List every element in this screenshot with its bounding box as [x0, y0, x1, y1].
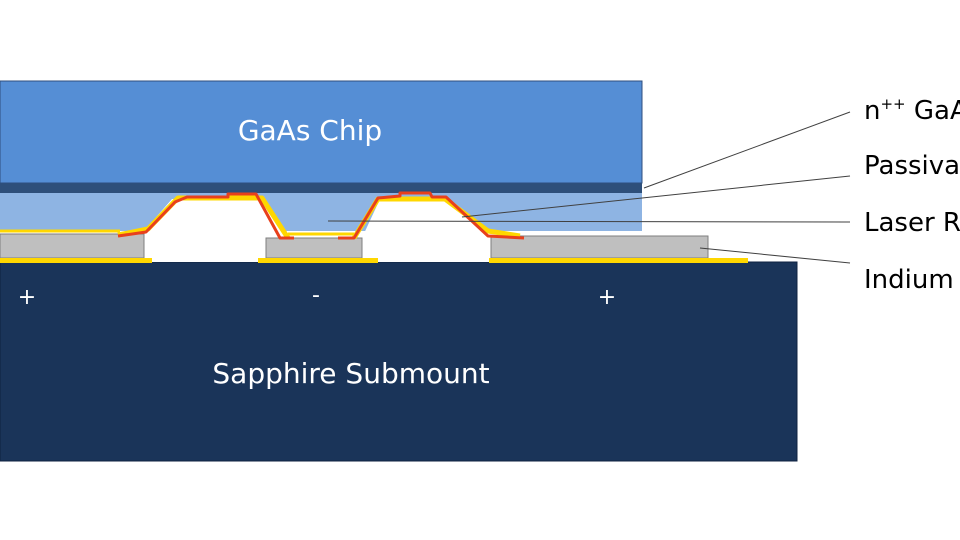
- polarity-left: +: [18, 285, 36, 310]
- submount-label: Sapphire Submount: [212, 357, 489, 390]
- polarity-right: +: [598, 285, 616, 310]
- n-gaas-layer: [0, 183, 642, 193]
- callout-n-gaas-rest: GaA: [906, 96, 960, 126]
- passivation-left: [117, 192, 294, 240]
- trench-right: [361, 199, 490, 262]
- indium-strip-middle: [258, 258, 378, 263]
- metal-contour-left: [117, 195, 291, 240]
- chip-label: GaAs Chip: [238, 114, 382, 147]
- sapphire-submount: [0, 261, 798, 462]
- gaas-chip: [0, 80, 643, 184]
- leader-indium: [699, 247, 851, 264]
- leader-laser: [327, 220, 851, 223]
- leader-n-gaas: [643, 111, 851, 189]
- contact-pad-middle: [265, 237, 363, 259]
- indium-strip-left: [0, 258, 152, 263]
- leader-passivation: [461, 175, 851, 218]
- callout-n-gaas-base: n: [864, 96, 880, 126]
- polarity-middle: -: [312, 283, 320, 308]
- callout-laser: Laser R: [864, 208, 960, 238]
- contact-pad-left: [0, 233, 145, 259]
- callout-indium: Indium: [864, 265, 954, 295]
- callout-passivation: Passiva: [864, 151, 960, 181]
- laser-region: [0, 193, 642, 231]
- trench-left: [144, 199, 288, 262]
- callout-n-gaas: n++ GaA: [864, 95, 960, 126]
- callout-n-gaas-superscript: ++: [880, 95, 905, 113]
- indium-strip-right: [489, 258, 748, 263]
